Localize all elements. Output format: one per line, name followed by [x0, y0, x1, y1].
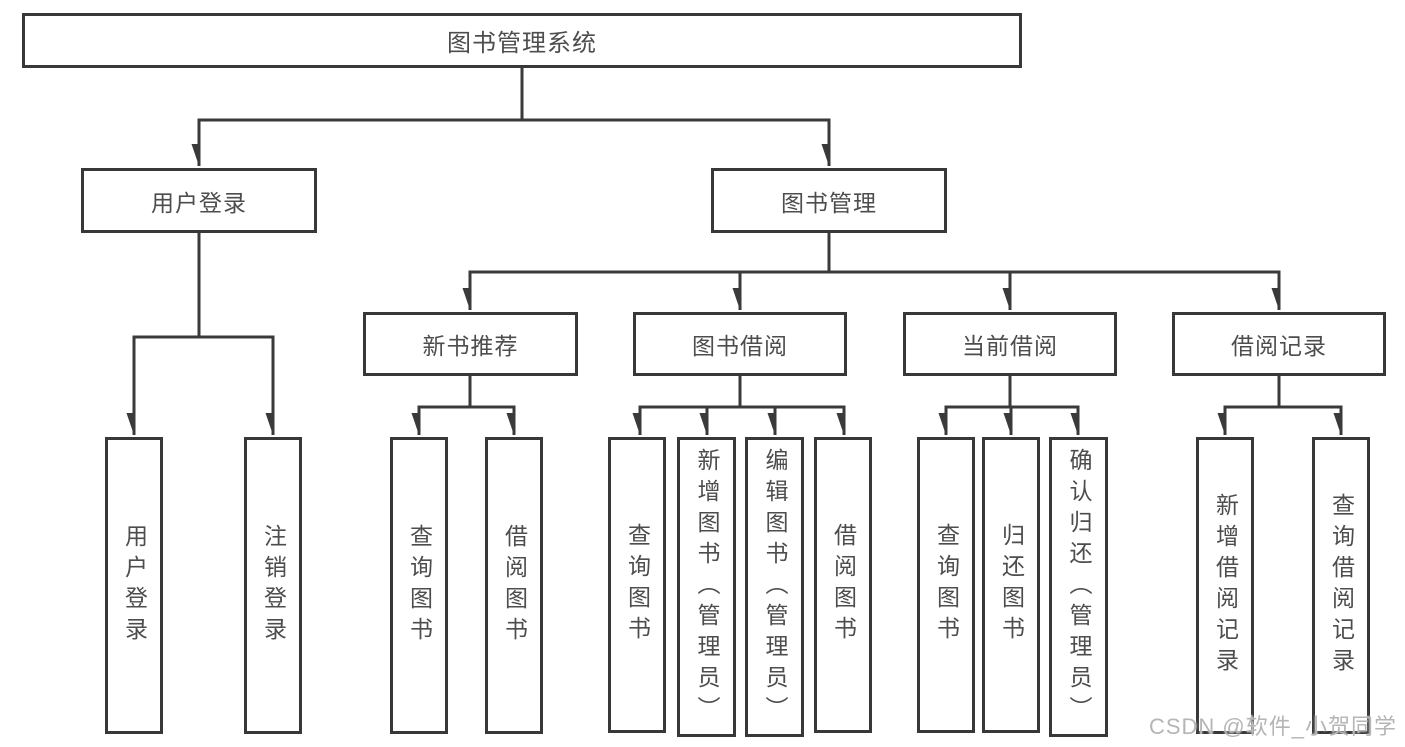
leaf-label: 新增图书（管理员） — [694, 447, 720, 727]
leaf-label: 查询图书 — [933, 523, 960, 647]
leaf-add-books-admin: 新增图书（管理员） — [677, 437, 736, 737]
leaf-query-borrow-record: 查询借阅记录 — [1312, 437, 1370, 734]
leaf-query-books-recommend: 查询图书 — [390, 437, 448, 734]
leaf-query-books-borrowing: 查询图书 — [608, 437, 666, 733]
leaf-return-books: 归还图书 — [982, 437, 1040, 733]
node-label: 借阅记录 — [1231, 333, 1327, 359]
node-label: 用户登录 — [151, 189, 247, 216]
leaf-borrow-books-borrowing: 借阅图书 — [814, 437, 872, 733]
leaf-label: 确认归还（管理员） — [1066, 447, 1092, 727]
node-current-borrowing: 当前借阅 — [903, 312, 1117, 376]
leaf-label: 用户登录 — [121, 523, 148, 648]
node-new-book-recommend: 新书推荐 — [363, 312, 578, 376]
node-label: 图书管理 — [781, 189, 877, 216]
leaf-label: 查询借阅记录 — [1328, 492, 1355, 679]
leaf-label: 借阅图书 — [501, 523, 528, 648]
leaf-label: 查询图书 — [406, 523, 433, 648]
node-label: 图书借阅 — [692, 333, 788, 359]
node-label: 当前借阅 — [962, 333, 1058, 359]
leaf-query-books-current: 查询图书 — [917, 437, 975, 733]
leaf-add-borrow-record: 新增借阅记录 — [1196, 437, 1254, 734]
leaf-label: 编辑图书（管理员） — [762, 447, 788, 727]
node-label: 图书管理系统 — [447, 30, 597, 57]
leaf-label: 查询图书 — [624, 523, 651, 647]
leaf-label: 归还图书 — [998, 523, 1025, 647]
node-label: 新书推荐 — [422, 333, 519, 359]
node-borrowing-records: 借阅记录 — [1172, 312, 1386, 376]
leaf-label: 借阅图书 — [830, 523, 857, 647]
leaf-logout: 注销登录 — [244, 437, 302, 734]
leaf-confirm-return-admin: 确认归还（管理员） — [1049, 437, 1108, 737]
leaf-borrow-books-recommend: 借阅图书 — [485, 437, 543, 734]
leaf-label: 注销登录 — [260, 523, 287, 648]
leaf-user-login: 用户登录 — [105, 437, 163, 734]
node-user-login: 用户登录 — [81, 168, 317, 233]
node-book-borrowing: 图书借阅 — [633, 312, 847, 376]
leaf-edit-books-admin: 编辑图书（管理员） — [745, 437, 804, 737]
node-library-management-system: 图书管理系统 — [22, 13, 1022, 68]
node-book-management: 图书管理 — [711, 168, 947, 233]
leaf-label: 新增借阅记录 — [1212, 492, 1239, 679]
